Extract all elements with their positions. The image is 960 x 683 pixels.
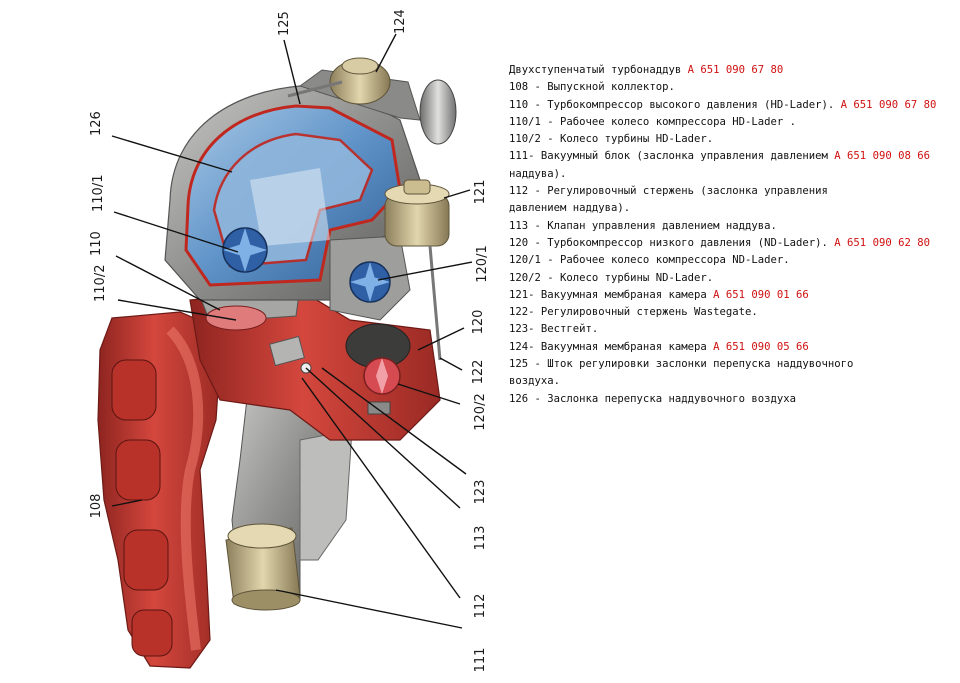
callout-123: 123: [473, 480, 488, 505]
legend-line: 126 - Заслонка перепуска наддувочного во…: [509, 391, 954, 408]
legend-line: 121- Вакуумная мембраная камера А 651 09…: [509, 287, 954, 304]
legend-heading: Двухступенчатый турбонаддув А 651 090 67…: [509, 62, 954, 79]
legend-line: 120 - Турбокомпрессор низкого давления (…: [509, 235, 954, 252]
legend-line-text: 121- Вакуумная мембраная камера: [509, 288, 707, 301]
legend-line: 120/2 - Колесо турбины ND-Lader.: [509, 270, 954, 287]
legend-line: 112 - Регулировочный стержень (заслонка …: [509, 183, 954, 200]
legend-line: давлением наддува).: [509, 200, 954, 217]
turbine-housing: [189, 285, 441, 441]
callout-120-1: 120/1: [475, 245, 490, 282]
leader-lines: [111, 33, 473, 629]
legend-line-text: 120 - Турбокомпрессор низкого давления (…: [509, 236, 828, 249]
legend-line: 120/1 - Рабочее колесо компрессора ND-La…: [509, 252, 954, 269]
legend-line-text: 126 - Заслонка перепуска наддувочного во…: [509, 392, 797, 405]
callout-108: 108: [89, 494, 104, 519]
legend-line-text: 110/1 - Рабочее колесо компрессора HD-La…: [509, 115, 797, 128]
legend-line: 110/1 - Рабочее колесо компрессора HD-La…: [509, 114, 954, 131]
legend-lines: 108 - Выпускной коллектор. 110 - Турбоком…: [509, 79, 954, 408]
legend-line-text: давлением наддува).: [509, 202, 631, 215]
exhaust-manifold-108: [97, 311, 223, 669]
legend-line-text: 120/1 - Рабочее колесо компрессора ND-La…: [509, 254, 790, 267]
legend-heading-part-number: А 651 090 67 80: [687, 64, 784, 76]
callout-124: 124: [393, 9, 408, 34]
legend-line-text: 111- Вакуумный блок (заслонка управления…: [509, 150, 828, 163]
legend-line-text: воздуха.: [509, 375, 561, 388]
legend-line-text: 113 - Клапан управления давлением наддув…: [509, 219, 777, 232]
turbine-wheel-120-2: [345, 323, 411, 395]
callout-125: 125: [277, 11, 292, 36]
callout-110: 110: [89, 231, 104, 256]
legend-line-text: 110 - Турбокомпрессор высокого давления …: [509, 98, 835, 111]
legend-line-text: 108 - Выпускной коллектор.: [509, 81, 675, 94]
callout-110-1: 110/1: [91, 175, 106, 212]
legend-line: 122- Регулировочный стержень Wastegate.: [509, 304, 954, 321]
legend-line: 124- Вакуумная мембраная камера А 651 09…: [509, 339, 954, 356]
legend-line: воздуха.: [509, 373, 954, 390]
legend-line-part-number: А 651 090 62 80: [834, 236, 930, 249]
legend-line-text: 122- Регулировочный стержень Wastegate.: [509, 306, 758, 319]
legend-line: 110/2 - Колесо турбины HD-Lader.: [509, 131, 954, 148]
legend-heading-text: Двухступенчатый турбонаддув: [509, 64, 682, 76]
compressor-wheel-120-1: [329, 235, 411, 321]
callout-113: 113: [473, 526, 488, 551]
callout-112: 112: [473, 594, 488, 619]
legend-line-part-number: А 651 090 08 66: [834, 150, 930, 163]
legend-line: 111- Вакуумный блок (заслонка управления…: [509, 148, 954, 165]
legend-line: наддува).: [509, 166, 954, 183]
legend-line: 113 - Клапан управления давлением наддув…: [509, 218, 954, 235]
callout-120: 120: [471, 310, 486, 335]
legend-line-text: 110/2 - Колесо турбины HD-Lader.: [509, 133, 714, 146]
legend-line-text: 120/2 - Колесо турбины ND-Lader.: [509, 271, 714, 284]
vacuum-unit-111: [225, 523, 301, 611]
legend-line: 108 - Выпускной коллектор.: [509, 79, 954, 96]
legend-line-text: наддува).: [509, 167, 567, 180]
wastegate-linkage: [269, 335, 391, 415]
callout-121: 121: [473, 180, 488, 205]
callout-111: 111: [473, 648, 488, 673]
legend-line-part-number: А 651 090 01 66: [713, 288, 809, 301]
parts-legend: Двухступенчатый турбонаддув А 651 090 67…: [509, 62, 954, 408]
callout-122: 122: [471, 360, 486, 385]
legend-line: 110 - Турбокомпрессор высокого давления …: [509, 97, 954, 114]
legend-line-text: 123- Вестгейт.: [509, 323, 599, 336]
legend-line-text: 125 - Шток регулировки заслонки перепуск…: [509, 358, 854, 371]
callout-126: 126: [89, 111, 104, 136]
legend-line: 123- Вестгейт.: [509, 321, 954, 338]
callout-110-2: 110/2: [93, 265, 108, 302]
callout-120-2: 120/2: [473, 393, 488, 430]
vacuum-chamber-124: [287, 57, 457, 145]
legend-line-part-number: А 651 090 67 80: [840, 98, 937, 111]
compressor-wheel-110-1: [222, 227, 268, 273]
callout-numbers: 125 124 126 121 110/1 120/1 110 110/2 12…: [89, 9, 490, 672]
legend-line-text: 112 - Регулировочный стержень (заслонка …: [509, 185, 828, 198]
legend-line: 125 - Шток регулировки заслонки перепуск…: [509, 356, 954, 373]
legend-line-text: 124- Вакуумная мембраная камера: [509, 340, 707, 353]
legend-line-part-number: А 651 090 05 66: [713, 340, 809, 353]
